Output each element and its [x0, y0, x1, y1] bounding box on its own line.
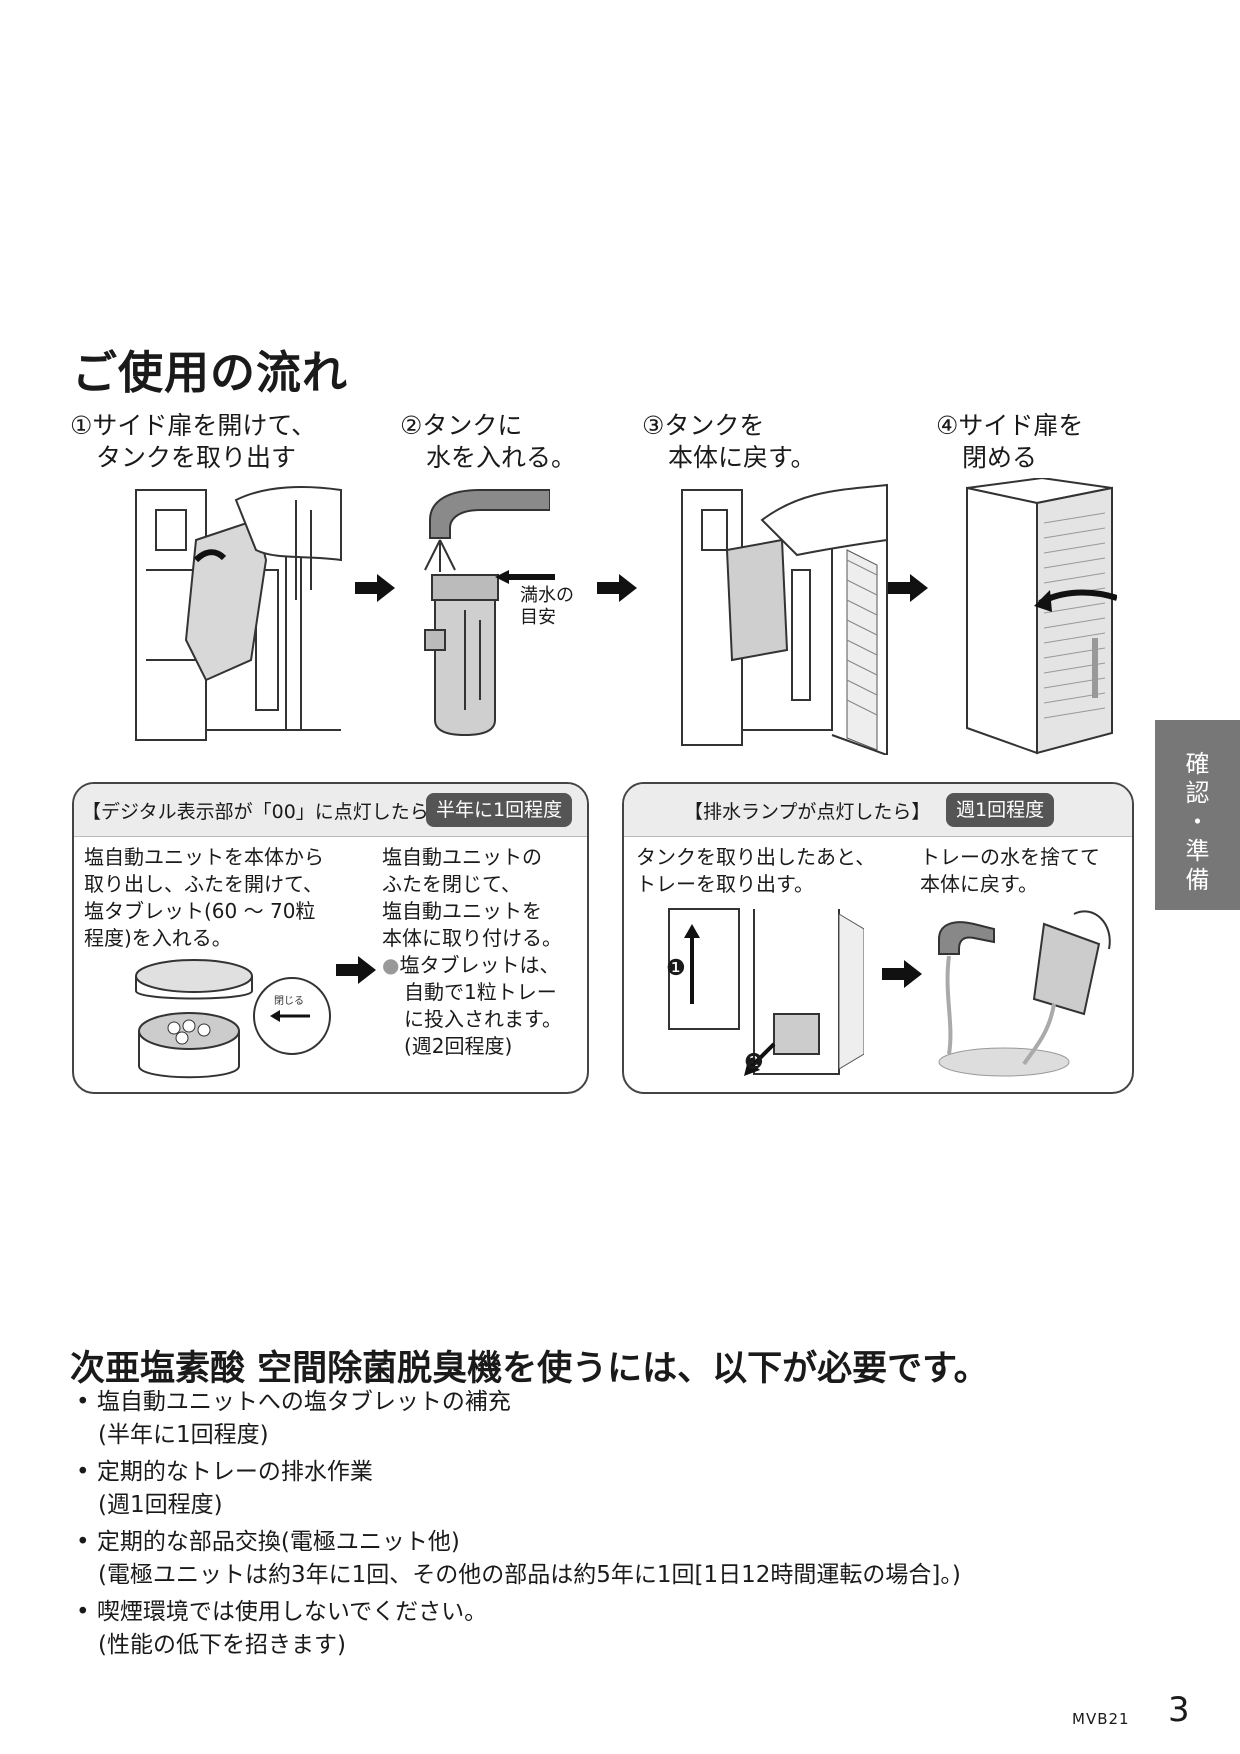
arrow-right-icon — [336, 956, 376, 984]
frequency-badge: 週1回程度 — [946, 793, 1055, 827]
page-number: 3 — [1168, 1690, 1190, 1730]
step-1-illustration — [135, 486, 342, 741]
drain-heading: 【排水ランプが点灯したら】 — [684, 801, 931, 823]
frequency-badge: 半年に1回程度 — [426, 793, 573, 827]
step-2-label: ②タンクに水を入れる。 — [400, 411, 577, 472]
salt-unit-illustration: 閉じる — [135, 959, 331, 1079]
empty-tray-illustration — [938, 910, 1111, 1077]
page-title: ご使用の流れ — [72, 346, 349, 399]
section-tab-confirm-prepare[interactable]: 確認・準備 — [1155, 720, 1240, 910]
step-marker-1: ❶ — [666, 956, 686, 981]
water-level-pointer-icon — [495, 570, 555, 584]
step-1-label: ①サイド扉を開けて、タンクを取り出す — [70, 411, 317, 472]
arrow-right-icon — [355, 574, 395, 602]
salt-refill-panel: 【デジタル表示部が「00」に点灯したら】 半年に1回程度 塩自動ユニットを本体か… — [72, 782, 589, 1094]
drain-panel: 【排水ランプが点灯したら】 週1回程度 タンクを取り出したあと、トレーを取り出す… — [622, 782, 1134, 1094]
salt-refill-heading: 【デジタル表示部が「00」に点灯したら】 — [82, 801, 448, 823]
step-4-illustration — [966, 478, 1117, 755]
section-tab-label: 確認・準備 — [1185, 750, 1210, 894]
arrow-right-icon — [597, 574, 637, 602]
bullet-dot-icon: ● — [382, 953, 400, 977]
step-3-label: ③タンクを本体に戻す。 — [642, 411, 816, 472]
arrow-right-icon — [888, 574, 928, 602]
step-4-label: ④サイド扉を閉める — [936, 411, 1084, 472]
requirement-item: • 喫煙環境では使用しないでください。(性能の低下を招きます) — [76, 1599, 488, 1658]
requirement-item: • 塩自動ユニットへの塩タブレットの補充(半年に1回程度) — [76, 1389, 511, 1448]
drain-tray-illustration — [668, 908, 864, 1076]
step-2-illustration — [424, 489, 550, 737]
requirement-item: • 定期的な部品交換(電極ユニット他)(電極ユニットは約3年に1回、その他の部品… — [76, 1529, 961, 1588]
drain-step-1-text: タンクを取り出したあと、トレーを取り出す。 — [636, 845, 876, 896]
requirements-title: 次亜塩素酸 空間除菌脱臭機を使うには、以下が必要です。 — [70, 1349, 989, 1389]
arrow-right-icon — [882, 960, 922, 988]
drain-panel-header: 【排水ランプが点灯したら】 週1回程度 — [624, 784, 1132, 837]
step-marker-2: ❷ — [744, 1050, 764, 1075]
step-3-illustration — [681, 483, 888, 755]
close-dial-label: 閉じる — [274, 995, 304, 1007]
salt-refill-panel-header: 【デジタル表示部が「00」に点灯したら】 半年に1回程度 — [74, 784, 587, 837]
model-number: MVB21 — [1072, 1710, 1130, 1728]
salt-refill-step-1-text: 塩自動ユニットを本体から取り出し、ふたを開けて、塩タブレット(60 ～ 70粒程… — [84, 845, 324, 950]
requirement-item: • 定期的なトレーの排水作業(週1回程度) — [76, 1459, 373, 1518]
salt-tablet-note: ●塩タブレットは、 自動で1粒トレー に投入されます。 (週2回程度) — [382, 953, 562, 1058]
water-level-note: 満水の目安 — [520, 585, 574, 628]
salt-refill-step-2-text: 塩自動ユニットのふたを閉じて、塩自動ユニットを本体に取り付ける。 — [382, 845, 562, 950]
drain-step-2-text: トレーの水を捨てて本体に戻す。 — [920, 845, 1100, 896]
